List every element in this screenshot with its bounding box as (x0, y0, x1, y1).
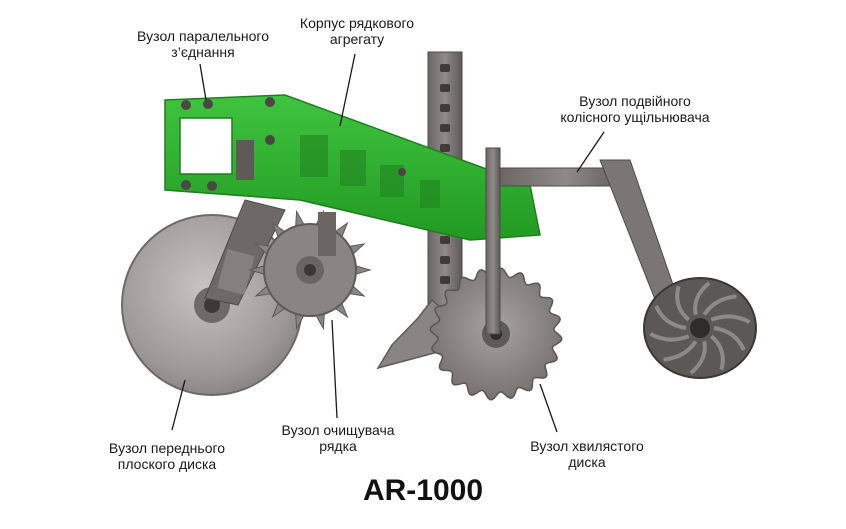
label-line: Вузол подвійного (579, 93, 691, 109)
row-unit-frame (164, 94, 541, 241)
leader-parallel-link (199, 63, 207, 101)
wheel-rib (713, 326, 746, 351)
wheel-rib (649, 332, 690, 342)
model-title: AR-1000 (362, 474, 484, 507)
label-line: з’єднання (171, 44, 235, 60)
wheel-rib (675, 285, 691, 322)
wheel-rib (654, 305, 687, 330)
wheel-rib (663, 340, 698, 362)
label-line: Вузол очищувача (281, 422, 395, 438)
label-line: Вузол переднього (108, 440, 226, 456)
label-line: колісного ущільнювача (560, 109, 710, 125)
front-flat-disc (121, 199, 303, 396)
label-row-unit-body: Корпус рядкового агрегату (282, 15, 432, 47)
label-parallel-link: Вузол паралельного з’єднання (118, 28, 288, 60)
label-line: диска (568, 454, 606, 470)
wheel-rib (689, 340, 707, 375)
leader-row-unit-body (339, 53, 356, 127)
label-line: Вузол хвилястого (530, 438, 644, 454)
wheel-rib (710, 314, 751, 324)
row-cleaner-wheel (248, 209, 372, 331)
wavy-disc (429, 147, 563, 401)
label-front-disc: Вузол переднього плоского диска (92, 440, 242, 472)
leader-double-wheel (576, 131, 605, 173)
label-row-cleaner: Вузол очищувача рядка (268, 422, 408, 454)
wheel-rib (693, 281, 711, 316)
label-double-wheel: Вузол подвійного колісного ущільнювача (540, 93, 730, 125)
wheel-rib (702, 294, 737, 316)
leader-row-cleaner (331, 319, 338, 419)
label-line: рядка (319, 438, 357, 454)
leader-wavy-disc (539, 383, 558, 433)
leader-front-disc (171, 379, 186, 431)
label-line: агрегату (329, 31, 385, 47)
double-closing-wheel (499, 159, 757, 379)
label-wavy-disc: Вузол хвилястого диска (512, 438, 662, 470)
label-line: Корпус рядкового (299, 15, 415, 31)
wheel-rib (709, 334, 725, 371)
label-line: плоского диска (117, 456, 217, 472)
label-line: Вузол паралельного (137, 28, 269, 44)
